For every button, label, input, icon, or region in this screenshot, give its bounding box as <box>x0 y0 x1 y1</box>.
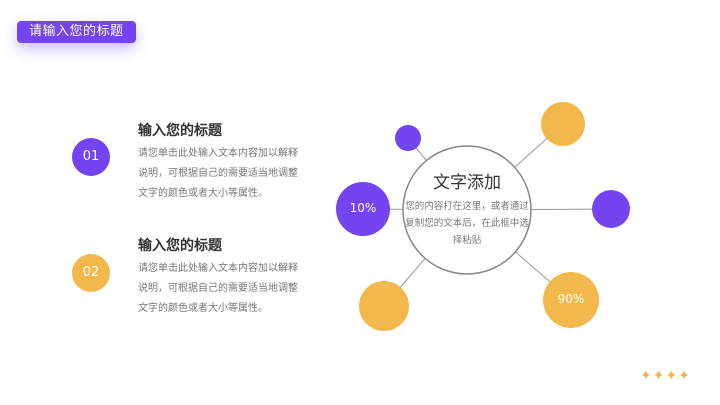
bottom-right-percent-label: 90% <box>557 292 585 306</box>
page-title: 请输入您的标题 <box>17 21 136 43</box>
center-description: 您的内容打在这里，或者通过复制您的文本后，在此框中选择粘贴 <box>405 201 529 246</box>
item-title: 输入您的标题 <box>138 123 222 139</box>
satellite-bottom-left-orange <box>359 281 409 331</box>
item-description: 请您单击此处输入文本内容加以解释说明，可根据自己的需要适当地调整文字的颜色或者大… <box>138 148 298 199</box>
item-description: 请您单击此处输入文本内容加以解释说明，可根据自己的需要适当地调整文字的颜色或者大… <box>138 263 298 314</box>
item-number-badge: 02 <box>72 254 110 292</box>
satellite-top-orange <box>541 102 585 146</box>
item-number-badge: 01 <box>72 138 110 176</box>
center-circle <box>402 145 532 275</box>
satellite-bottom-right-orange <box>543 272 599 328</box>
satellite-small-purple <box>395 125 421 151</box>
item-title: 输入您的标题 <box>138 238 222 254</box>
satellite-left-purple <box>336 182 390 236</box>
sparkle-decoration-icon: ✦✦✦✦ <box>640 368 691 384</box>
left-percent-label: 10% <box>349 201 377 215</box>
center-title: 文字添加 <box>433 173 501 193</box>
satellite-right-purple <box>592 190 630 228</box>
